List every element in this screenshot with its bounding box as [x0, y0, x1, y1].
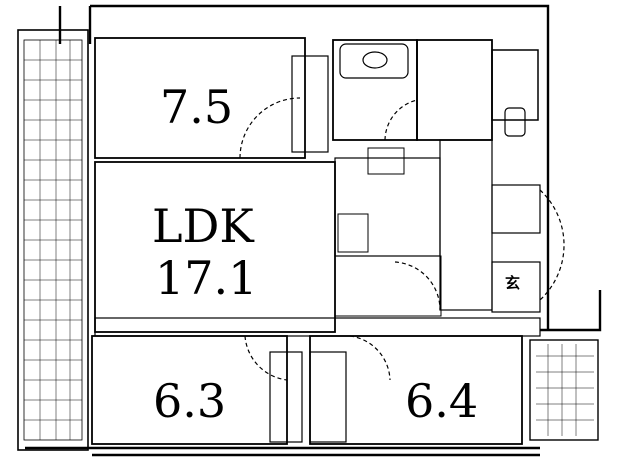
- room-size-label: 6.4: [405, 374, 479, 428]
- balcony-right: [529, 339, 599, 441]
- room-6-3: [91, 335, 288, 445]
- entrance-area: [491, 261, 541, 313]
- room-size-label: 17.1: [155, 251, 258, 305]
- room-size-label: 6.3: [153, 374, 227, 428]
- door-swing-6-4: [349, 335, 391, 381]
- exterior-wall-bottom: [25, 446, 540, 457]
- toilet-room: [491, 49, 539, 121]
- door-swing-entrance: [539, 189, 565, 301]
- balcony-hatch-left: [24, 40, 82, 440]
- bathtub-drain: [362, 51, 388, 69]
- room-type-label: LDK: [152, 199, 254, 253]
- closet-7-5: [291, 55, 329, 153]
- stove: [367, 147, 405, 175]
- entrance-label: 玄: [505, 274, 521, 292]
- door-swing-6-3: [244, 335, 288, 381]
- door-swing-ldk: [394, 261, 441, 311]
- balcony-hatch-right: [536, 344, 594, 436]
- door-swing-7-5: [239, 97, 301, 159]
- shoe-cabinet: [491, 184, 541, 234]
- bathtub: [339, 43, 409, 79]
- hallway: [439, 139, 493, 311]
- closet-6-4: [309, 351, 347, 443]
- door-swing-bath: [384, 99, 418, 141]
- bathroom: [332, 39, 418, 141]
- toilet: [504, 107, 526, 137]
- closet-6-3: [269, 351, 303, 443]
- balcony-left: [17, 29, 89, 451]
- washroom: [416, 39, 493, 141]
- kitchen-counter: [337, 213, 369, 253]
- room-7-5: [94, 37, 306, 159]
- lower-hall: [334, 255, 442, 317]
- kitchen: [334, 157, 441, 257]
- room-size-label: 7.5: [160, 80, 234, 134]
- corridor: [94, 317, 541, 337]
- exterior-wall: [58, 4, 602, 332]
